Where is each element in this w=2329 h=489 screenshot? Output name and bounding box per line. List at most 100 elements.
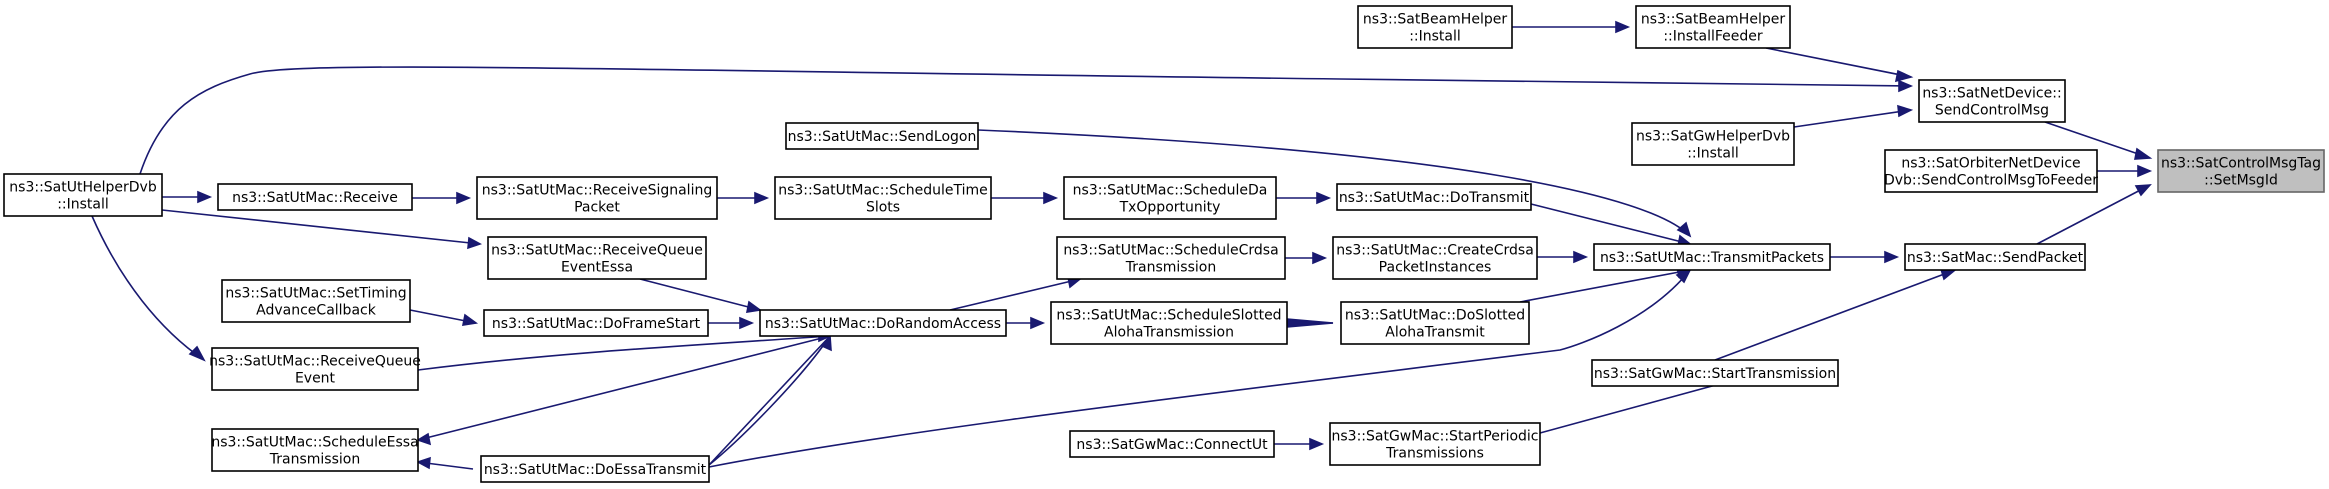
node-label: ns3::SatUtHelperDvb <box>9 180 157 196</box>
node-sendlogon[interactable]: ns3::SatUtMac::SendLogon <box>785 122 979 150</box>
arrowhead-icon <box>1897 104 1914 118</box>
call-edge <box>161 209 482 250</box>
node-label: ns3::SatUtMac::DoFrameStart <box>492 316 701 332</box>
node-box <box>217 183 413 211</box>
node-sendcontrolmsg[interactable]: ns3::SatNetDevice::SendControlMsg <box>1918 79 2066 123</box>
node-label: ns3::SatGwHelperDvb <box>1636 129 1790 145</box>
node-dotransmit[interactable]: ns3::SatUtMac::DoTransmit <box>1336 183 1532 211</box>
call-edge <box>1274 437 1325 451</box>
node-gwhelperinstall[interactable]: ns3::SatGwHelperDvb::Install <box>1631 122 1795 166</box>
call-edge <box>708 268 1692 468</box>
node-gwstarttx[interactable]: ns3::SatGwMac::StartTransmission <box>1591 359 1839 387</box>
call-edge <box>1006 316 1046 330</box>
call-edge <box>1530 203 1692 247</box>
call-edge <box>1830 250 1900 264</box>
call-edge <box>1793 104 1914 128</box>
node-sendpacket[interactable]: ns3::SatMac::SendPacket <box>1904 243 2086 271</box>
arrowhead-icon <box>1675 268 1692 284</box>
node-label: ns3::SatUtMac::DoTransmit <box>1339 190 1530 206</box>
call-edge <box>139 66 1914 175</box>
call-edge <box>1285 251 1328 265</box>
node-label: ns3::SatUtMac::ReceiveQueue <box>491 243 703 259</box>
node-label: ns3::SatUtMac::SetTiming <box>225 286 406 302</box>
call-edge <box>416 335 831 446</box>
node-beaminstall[interactable]: ns3::SatBeamHelper::Install <box>1357 5 1513 49</box>
node-receive[interactable]: ns3::SatUtMac::Receive <box>217 183 413 211</box>
node-box <box>774 176 992 220</box>
node-box <box>211 428 419 472</box>
call-edge <box>1714 268 1958 361</box>
node-label: ns3::SatOrbiterNetDevice <box>1901 156 2080 172</box>
node-label: ns3::SatUtMac::ScheduleTime <box>778 183 988 199</box>
node-label: AlohaTransmission <box>1104 325 1234 341</box>
call-edge <box>991 191 1059 205</box>
node-box <box>1063 176 1277 220</box>
call-edge <box>717 191 770 205</box>
arrowhead-icon <box>754 191 770 205</box>
node-dorandomaccess[interactable]: ns3::SatUtMac::DoRandomAccess <box>759 309 1007 337</box>
node-uthelperinstall[interactable]: ns3::SatUtHelperDvb::Install <box>3 173 163 217</box>
node-box <box>2157 149 2325 193</box>
call-edge <box>2036 184 2152 245</box>
node-beaminstallfeeder[interactable]: ns3::SatBeamHelper::InstallFeeder <box>1635 5 1791 49</box>
arrowhead-icon <box>456 191 472 205</box>
call-edge <box>708 333 832 466</box>
node-transmitpackets[interactable]: ns3::SatUtMac::TransmitPackets <box>1593 243 1831 271</box>
arrowhead-icon <box>1030 316 1046 330</box>
node-createcrdsa[interactable]: ns3::SatUtMac::CreateCrdsaPacketInstance… <box>1332 236 1538 280</box>
arrowhead-icon <box>820 333 832 352</box>
node-box <box>211 347 419 391</box>
node-box <box>1904 243 2086 271</box>
node-label: ns3::SatUtMac::Receive <box>232 190 398 206</box>
node-label: ns3::SatUtMac::ScheduleEssa <box>211 435 418 451</box>
node-box <box>1056 236 1286 280</box>
node-label: ns3::SatBeamHelper <box>1363 12 1507 28</box>
call-edge <box>1537 250 1589 264</box>
node-setmsgid[interactable]: ns3::SatControlMsgTag::SetMsgId <box>2157 149 2325 193</box>
node-label: ns3::SatMac::SendPacket <box>1907 250 2084 266</box>
node-box <box>3 173 163 217</box>
call-edge <box>417 329 832 371</box>
node-box <box>759 309 1007 337</box>
node-box <box>1357 5 1513 49</box>
call-edge <box>977 129 1692 238</box>
node-label: ns3::SatBeamHelper <box>1641 12 1785 28</box>
arrowhead-icon <box>188 345 206 362</box>
node-doessa[interactable]: ns3::SatUtMac::DoEssaTransmit <box>480 455 710 483</box>
node-scheduleslotted[interactable]: ns3::SatUtMac::ScheduleSlottedAlohaTrans… <box>1050 301 1288 345</box>
node-box <box>1340 301 1530 345</box>
arrowhead-icon <box>1316 191 1332 205</box>
node-label: ns3::SatUtMac::ScheduleCrdsa <box>1063 243 1278 259</box>
call-edge <box>1512 20 1631 34</box>
node-gwstartperiodic[interactable]: ns3::SatGwMac::StartPeriodicTransmission… <box>1329 422 1541 466</box>
node-box <box>1918 79 2066 123</box>
node-box <box>483 309 709 337</box>
call-edge <box>1765 47 1914 83</box>
node-label: AlohaTransmit <box>1385 325 1485 341</box>
node-doframestart[interactable]: ns3::SatUtMac::DoFrameStart <box>483 309 709 337</box>
arrowhead-icon <box>1884 250 1900 264</box>
call-edge <box>412 191 472 205</box>
call-edge <box>2097 164 2153 178</box>
node-label: PacketInstances <box>1379 260 1492 276</box>
node-label: ns3::SatNetDevice:: <box>1922 86 2061 102</box>
node-connectut[interactable]: ns3::SatGwMac::ConnectUt <box>1069 430 1275 458</box>
arrowhead-icon <box>745 300 763 313</box>
arrowhead-icon <box>1894 69 1914 83</box>
node-label: ::SetMsgId <box>2204 173 2278 189</box>
node-box <box>1336 183 1532 211</box>
arrowhead-icon <box>739 316 755 330</box>
node-orbiter[interactable]: ns3::SatOrbiterNetDeviceDvb::SendControl… <box>1884 149 2098 193</box>
node-label: AdvanceCallback <box>256 303 377 319</box>
node-label: Transmissions <box>1385 446 1484 462</box>
call-edge <box>639 278 763 313</box>
